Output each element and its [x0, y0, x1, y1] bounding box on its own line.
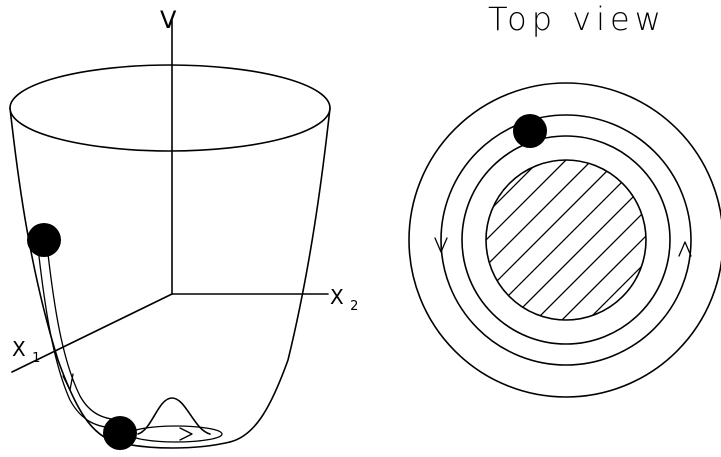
x1-axis [11, 293, 173, 373]
well-left-wall [9, 107, 117, 443]
top-view-title: Top view [488, 0, 666, 38]
top-view: Top view [408, 0, 721, 398]
ball-top-view [513, 114, 547, 148]
ball-high [27, 223, 61, 257]
orbit-arrow-icon [179, 427, 193, 441]
well-rim-ellipse [9, 64, 331, 152]
descent-arrow-icon [62, 373, 74, 391]
ball-bottom [103, 416, 137, 450]
x1-axis-subscript: 1 [32, 351, 40, 366]
x2-axis-letter: X [330, 285, 344, 309]
descent-trajectory-inner [47, 253, 125, 421]
outer-boundary-circle [408, 82, 721, 398]
orbit-arrow-up-icon [678, 241, 692, 257]
x1-axis-label: X 1 [12, 337, 40, 366]
central-hump [137, 397, 211, 435]
descent-trajectory-outer [37, 247, 119, 429]
orbit-ring-inner [461, 135, 671, 345]
well-right-wall [229, 107, 331, 443]
forbidden-region-circle [485, 159, 647, 321]
v-axis-label: V [160, 6, 177, 34]
potential-well-3d: V X 2 X 1 [9, 6, 358, 450]
x2-axis-subscript: 2 [350, 299, 358, 314]
orbit-arrow-down-icon [434, 237, 448, 253]
orbit-ring-outer [440, 114, 692, 366]
x1-axis-letter: X [12, 337, 26, 361]
x2-axis-label: X 2 [330, 285, 358, 314]
